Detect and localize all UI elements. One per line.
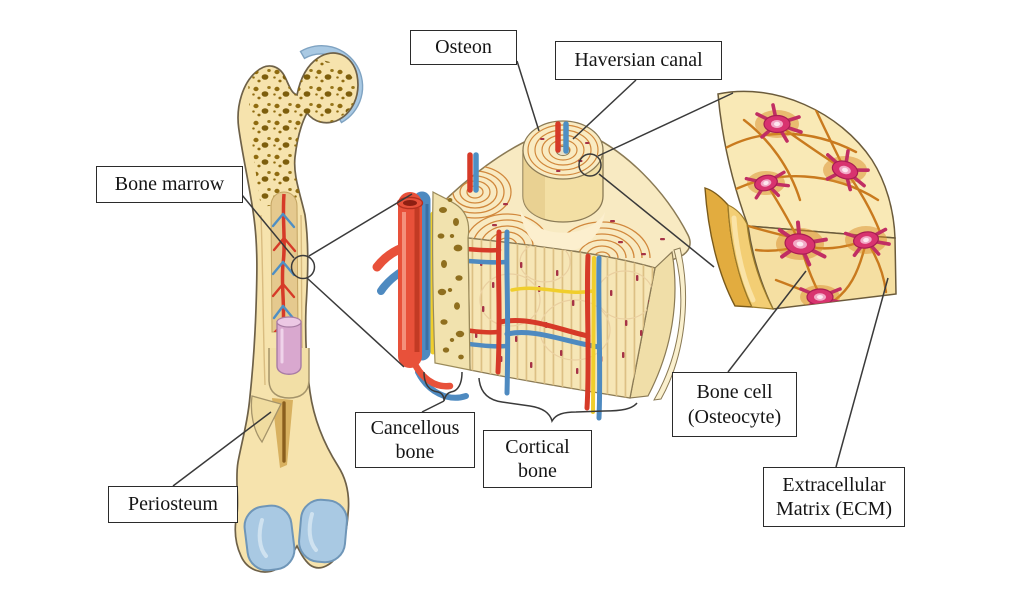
leader-line-periosteum: [172, 411, 272, 487]
label-bone-cell-line2: (Osteocyte): [687, 405, 782, 428]
label-ecm-line1: Extracellular: [782, 473, 886, 496]
block-right-face: [629, 250, 676, 399]
zoom-cone-femur-bottom: [306, 277, 405, 368]
ecm-network: [720, 103, 891, 309]
cancellous-speckles: [248, 58, 357, 208]
marrow-tube: [276, 316, 302, 375]
condyle-cartilage: [243, 498, 348, 572]
cancellous-strip: [432, 190, 471, 371]
osteocyte-ecm-illustration: [704, 90, 897, 310]
label-osteon: Osteon: [410, 30, 517, 65]
label-ecm-line2: Matrix (ECM): [775, 498, 893, 520]
brace-cortical: [478, 377, 638, 423]
zoom-cone-ecm-bottom: [598, 173, 715, 268]
periosteum-flap: [250, 395, 282, 444]
zoom-cone-femur-top: [308, 193, 413, 257]
leader-line-ecm: [835, 277, 889, 468]
leader-line-cancellous: [421, 400, 445, 413]
label-bone-marrow: Bone marrow: [96, 166, 243, 203]
femur-illustration: [234, 44, 364, 573]
raised-osteon: [520, 120, 605, 253]
cortical-bone-illustration: [372, 120, 691, 421]
label-bone-marrow-text: Bone marrow: [114, 173, 225, 196]
label-haversian-canal: Haversian canal: [555, 41, 722, 80]
label-cortical-line1: Cortical: [505, 435, 570, 458]
periosteum-inner-line-left: [260, 214, 266, 386]
magnifier-circle-osteon: [578, 153, 602, 177]
leader-line-osteon: [516, 60, 540, 132]
magnifier-circle-femur: [290, 254, 316, 280]
label-osteon-text: Osteon: [435, 36, 492, 59]
trabecular-holes: [437, 198, 465, 360]
osteocytes: [744, 103, 891, 309]
label-periosteum: Periosteum: [108, 486, 238, 523]
leader-line-bone-cell: [727, 270, 807, 373]
label-periosteum-text: Periosteum: [128, 493, 218, 516]
zoom-cone-ecm-top: [597, 92, 734, 157]
label-cortical-line2: bone: [518, 460, 557, 482]
label-haversian-canal-text: Haversian canal: [574, 49, 703, 72]
leader-line-haversian-canal: [572, 79, 637, 140]
annotations: [172, 60, 889, 487]
ecm-arch-cutout: [704, 187, 775, 310]
label-cortical-bone: Cortical bone: [483, 430, 592, 488]
block-right-leaf: [653, 247, 687, 401]
label-cancellous-bone: Cancellous bone: [355, 412, 475, 468]
leader-line-bone-marrow: [241, 194, 295, 259]
label-bone-cell: Bone cell (Osteocyte): [672, 372, 797, 437]
label-ecm: Extracellular Matrix (ECM): [763, 467, 905, 527]
ecm-top-face: [717, 90, 896, 239]
label-bone-cell-line1: Bone cell: [696, 381, 773, 404]
label-cancellous-line1: Cancellous: [370, 416, 460, 439]
label-cancellous-line2: bone: [395, 441, 435, 463]
